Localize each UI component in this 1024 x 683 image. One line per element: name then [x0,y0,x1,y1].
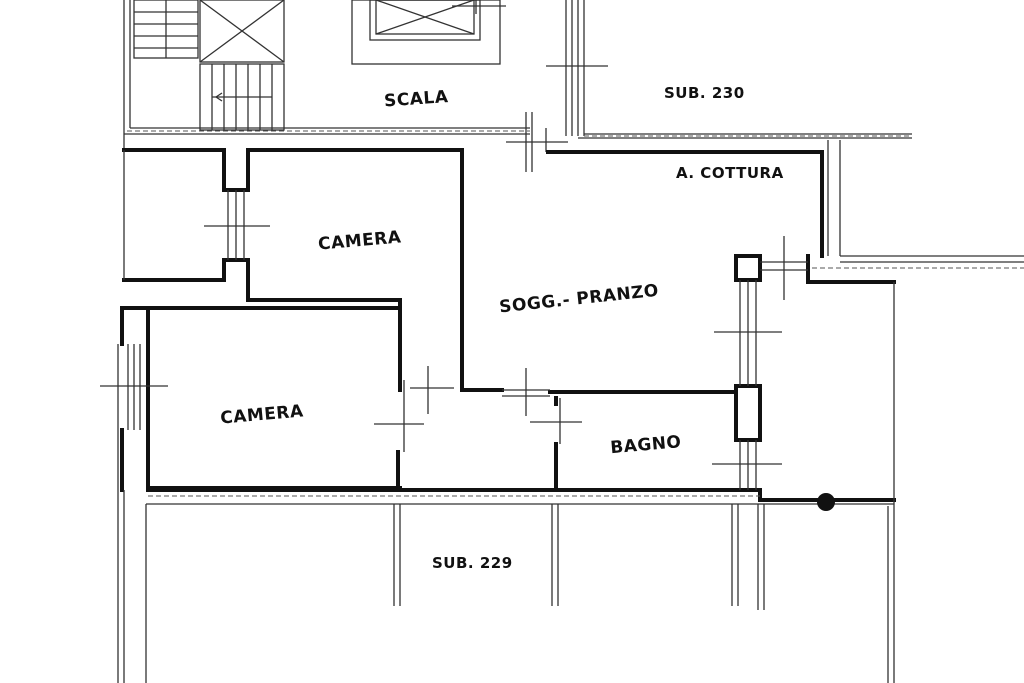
label-soggiorno-pranzo: SOGG.- PRANZO [498,281,659,318]
label-angolo-cottura: A. COTTURA [676,164,784,182]
label-camera-lower: CAMERA [220,401,305,428]
column-marker [817,493,835,511]
secondary-lines [100,140,1024,683]
apartment-walls [120,148,896,502]
label-sub-229: SUB. 229 [432,554,513,572]
label-bagno: BAGNO [610,432,683,458]
label-camera-upper: CAMERA [317,227,402,254]
entrance-door [506,112,568,172]
stair-block [123,0,912,148]
label-sub-230: SUB. 230 [664,84,745,102]
label-scala: SCALA [383,87,449,111]
